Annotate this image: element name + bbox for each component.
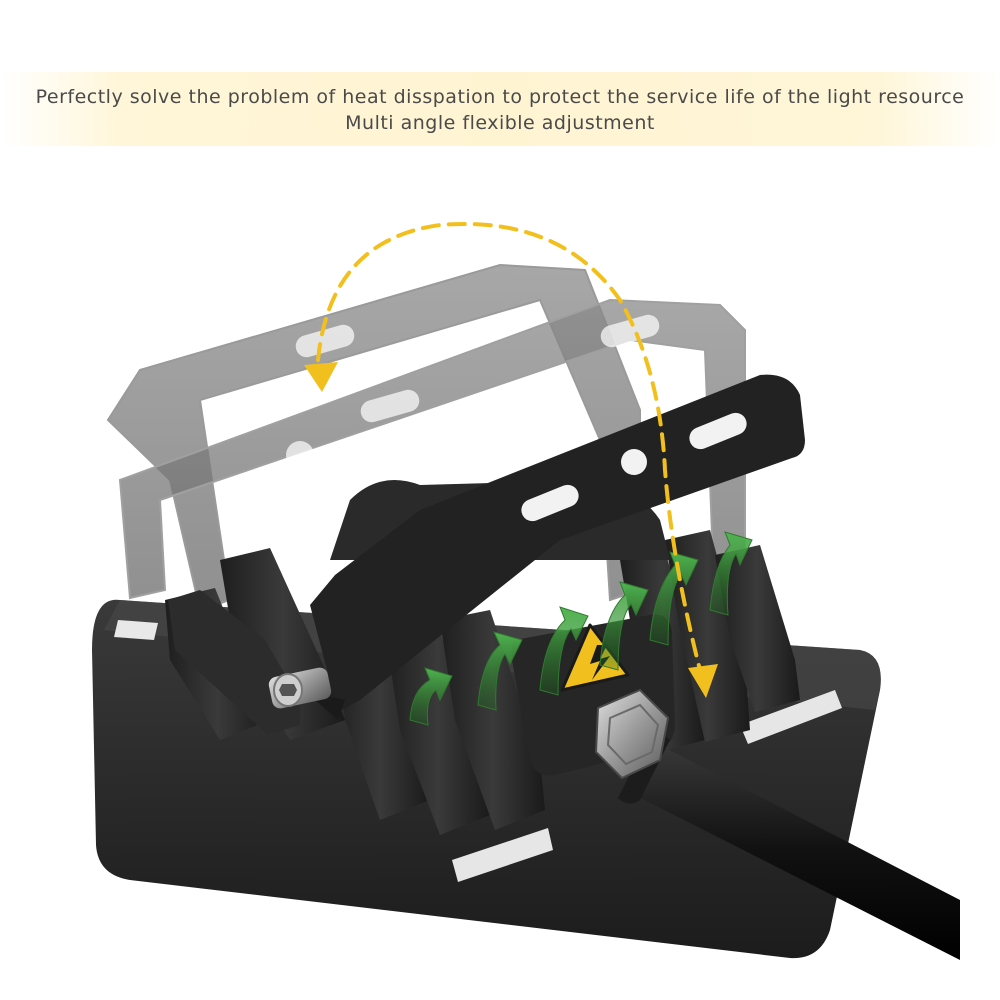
airflow-arrows bbox=[409, 531, 753, 726]
cable-gland-nut bbox=[594, 688, 670, 780]
feature-banner: Perfectly solve the problem of heat diss… bbox=[0, 72, 1000, 146]
rotation-arrow bbox=[304, 222, 718, 698]
hex-bolt bbox=[268, 667, 332, 709]
bracket-side-plate bbox=[168, 590, 300, 735]
bracket-ghost-lower bbox=[118, 298, 746, 614]
banner-line-adjust: Multi angle flexible adjustment bbox=[345, 112, 655, 134]
mounting-tabs bbox=[114, 620, 842, 882]
banner-line-heat: Perfectly solve the problem of heat diss… bbox=[35, 86, 965, 108]
